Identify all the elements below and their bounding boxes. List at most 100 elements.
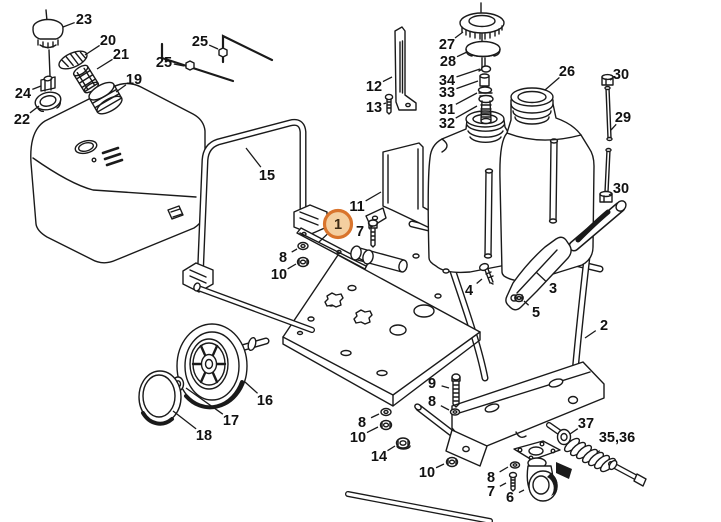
leader-line (455, 92, 478, 105)
part-disc-28 (465, 33, 501, 70)
part-label-5[interactable]: 5 (523, 300, 540, 321)
part-label-34[interactable]: 34 (439, 68, 481, 89)
part-label-15[interactable]: 15 (245, 147, 275, 184)
leader-line (32, 85, 42, 90)
leader-line (84, 44, 100, 56)
part-label-28[interactable]: 28 (440, 51, 468, 70)
part-label-11[interactable]: 11 (349, 191, 382, 215)
part-label-33[interactable]: 33 (439, 80, 479, 101)
part-label-13[interactable]: 13 (366, 100, 387, 116)
part-label-14[interactable]: 14 (371, 445, 396, 465)
part-label-7[interactable]: 7 (356, 224, 370, 240)
leader-line (366, 426, 379, 434)
part-label-22[interactable]: 22 (14, 105, 40, 128)
part-number-text: 8 (358, 415, 366, 431)
part-number-text: 8 (279, 250, 287, 266)
part-clip-34 (478, 65, 492, 73)
part-number-text: 7 (356, 224, 364, 240)
part-label-25[interactable]: 25 (156, 55, 185, 71)
part-label-25[interactable]: 25 (192, 34, 219, 50)
part-number-text: 9 (428, 376, 436, 392)
part-label-10[interactable]: 10 (271, 263, 297, 283)
leader-line (244, 381, 259, 394)
part-label-12[interactable]: 12 (366, 76, 393, 95)
part-label-27[interactable]: 27 (439, 31, 464, 53)
part-label-1-selected[interactable]: 1 (318, 208, 354, 243)
part-number-text: 26 (559, 64, 575, 80)
leader-line (476, 278, 483, 285)
part-label-26[interactable]: 26 (544, 64, 575, 91)
part-label-9[interactable]: 9 (428, 376, 450, 392)
part-label-10[interactable]: 10 (419, 463, 445, 481)
part-label-7[interactable]: 7 (487, 482, 507, 500)
part-nut-10-c (445, 456, 459, 468)
part-label-2[interactable]: 2 (584, 318, 608, 339)
part-label-30[interactable]: 30 (609, 67, 629, 83)
part-label-23[interactable]: 23 (62, 12, 92, 28)
leader-line (440, 405, 450, 411)
part-label-20[interactable]: 20 (84, 33, 116, 56)
part-cable-35-36 (563, 437, 647, 487)
part-number-text: 12 (366, 79, 382, 95)
part-number-text: 2 (600, 318, 608, 334)
part-label-37[interactable]: 37 (569, 416, 594, 435)
leader-line (441, 385, 450, 389)
part-number-text: 16 (257, 393, 273, 409)
part-number-text: 10 (271, 267, 287, 283)
part-number-text: 30 (613, 181, 629, 197)
part-number-text: 33 (439, 85, 455, 101)
part-label-24[interactable]: 24 (15, 85, 42, 102)
leader-line (173, 63, 185, 67)
part-washer-8-a (297, 241, 309, 251)
part-label-17[interactable]: 17 (185, 387, 239, 429)
part-bolt-4 (478, 262, 494, 285)
part-number-text: 28 (440, 54, 456, 70)
part-number-text: 37 (578, 416, 594, 432)
leader-line (383, 102, 387, 105)
leader-line (318, 233, 328, 243)
part-fuel-cap-23 (32, 9, 64, 77)
part-label-8[interactable]: 8 (487, 466, 509, 486)
part-handle-frame-15 (182, 118, 328, 293)
part-number-text: 32 (439, 116, 455, 132)
part-label-29[interactable]: 29 (610, 110, 631, 131)
part-label-19[interactable]: 19 (115, 72, 142, 93)
part-label-10[interactable]: 10 (350, 426, 379, 446)
part-number-text: 5 (532, 305, 540, 321)
part-nut-10-b (379, 419, 393, 431)
leader-line (610, 123, 617, 131)
part-label-31[interactable]: 31 (439, 92, 478, 118)
selected-part-highlight-ring (322, 208, 354, 240)
part-label-3[interactable]: 3 (535, 271, 557, 297)
part-label-18[interactable]: 18 (172, 410, 212, 444)
part-number-text: 14 (371, 449, 387, 465)
part-number-text: 22 (14, 112, 30, 128)
part-strap-12 (394, 26, 417, 111)
leader-line (456, 51, 468, 58)
part-number-text: 19 (126, 72, 142, 88)
part-label-6[interactable]: 6 (506, 489, 525, 506)
part-washer-8-d (509, 461, 521, 469)
part-nut-14 (395, 437, 411, 450)
leader-line (29, 105, 40, 114)
part-number-text: 13 (366, 100, 382, 116)
part-label-35-36[interactable]: 35,36 (597, 430, 635, 453)
leader-line (456, 80, 479, 90)
part-label-8[interactable]: 8 (428, 394, 450, 411)
part-label-8[interactable]: 8 (279, 248, 298, 266)
part-nut-24 (40, 75, 56, 92)
part-number-text: 34 (439, 73, 455, 89)
part-label-21[interactable]: 21 (96, 47, 129, 70)
leader-line (115, 84, 127, 93)
part-label-16[interactable]: 16 (244, 381, 273, 409)
leader-line (287, 263, 297, 270)
part-number-text: 25 (156, 55, 172, 71)
part-label-4[interactable]: 4 (465, 278, 483, 299)
part-cap-27 (459, 2, 505, 40)
leader-line (370, 413, 380, 419)
part-label-30[interactable]: 30 (608, 181, 629, 197)
part-label-32[interactable]: 32 (439, 105, 478, 132)
part-label-8[interactable]: 8 (358, 413, 380, 431)
part-nut-30-top (601, 73, 614, 86)
